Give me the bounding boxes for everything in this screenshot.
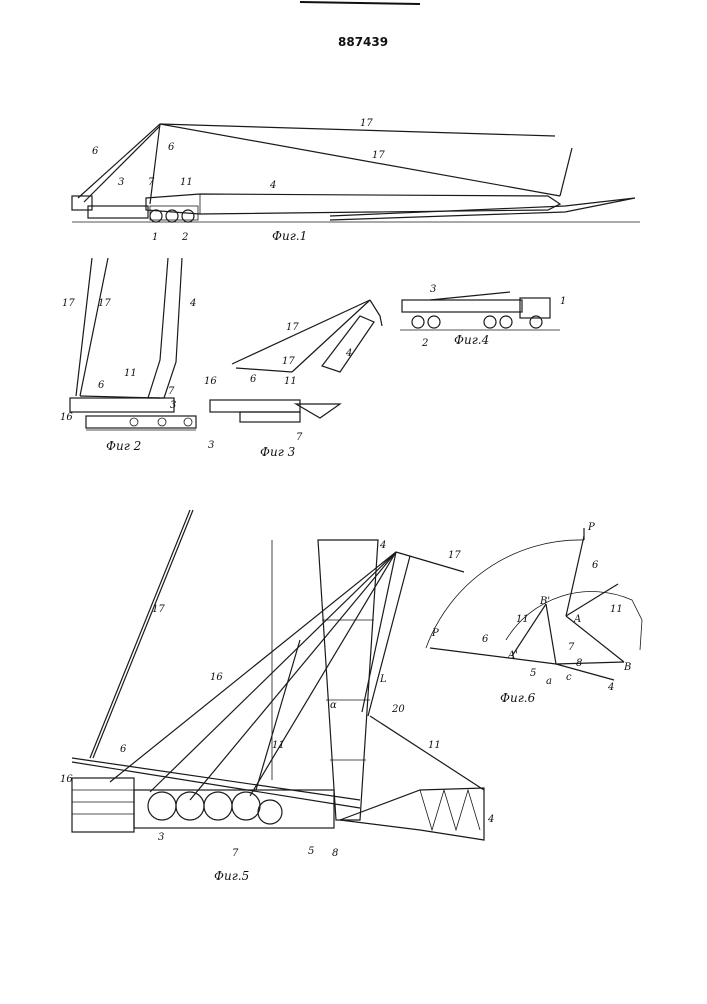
label: 4	[269, 180, 276, 191]
label: 5	[530, 668, 536, 679]
label: 4	[189, 298, 196, 309]
fig4-caption: Фиг.4	[454, 333, 489, 347]
fig6-caption: Фиг.6	[500, 691, 536, 705]
label: 5	[308, 846, 314, 857]
label: 3	[158, 832, 164, 843]
label: B	[623, 662, 631, 673]
scan-edge-mark	[300, 2, 420, 4]
boom-4	[148, 258, 182, 398]
label: 4	[607, 682, 614, 693]
label: 3	[430, 284, 436, 295]
label: 8	[576, 658, 582, 669]
label: 3	[170, 400, 176, 411]
mast-6	[150, 124, 160, 204]
fig5-caption: Фиг.5	[214, 869, 249, 883]
label: 6	[120, 744, 127, 755]
fig3-caption: Фиг 3	[260, 445, 296, 459]
label: L	[379, 674, 387, 685]
label: 11	[124, 368, 137, 379]
label: 7	[232, 848, 239, 859]
fig1-caption: Фиг.1	[272, 229, 307, 243]
label: 8	[332, 848, 338, 859]
crane-carriage	[88, 206, 148, 218]
label: 4	[487, 814, 494, 825]
label: 17	[372, 150, 385, 161]
label: 3	[208, 440, 214, 451]
label: 11	[610, 604, 623, 615]
label: 11	[180, 177, 193, 188]
label: 11	[516, 614, 529, 625]
label: 17	[62, 298, 75, 309]
label: P	[431, 628, 439, 639]
label: 1	[152, 232, 158, 243]
label: 6	[482, 634, 489, 645]
label: 3	[118, 177, 124, 188]
label: P	[587, 522, 595, 533]
label: 11	[284, 376, 297, 387]
figure-3: 17 17 4 16 6 11 3 7 Фиг 3	[204, 300, 382, 459]
label: 7	[148, 177, 155, 188]
label: A'	[507, 650, 518, 661]
label: α	[330, 700, 337, 711]
label: 16	[60, 412, 73, 423]
crane-body-3	[134, 790, 334, 828]
patent-number: 887439	[338, 35, 388, 49]
label: 6	[168, 142, 175, 153]
label: 6	[98, 380, 105, 391]
label: 4	[379, 540, 386, 551]
label: A	[573, 614, 581, 625]
label: 11	[428, 740, 441, 751]
label: 17	[152, 604, 165, 615]
fig2-caption: Фиг 2	[106, 439, 141, 453]
label: 6	[92, 146, 99, 157]
label: 7	[296, 432, 303, 443]
boom-4	[322, 316, 374, 372]
label: 1	[560, 296, 566, 307]
label: 17	[282, 356, 295, 367]
label: 6	[592, 560, 599, 571]
label: 16	[204, 376, 217, 387]
boom-lying	[330, 198, 635, 220]
counterweight	[72, 196, 92, 210]
label: B'	[539, 596, 550, 607]
label: 17	[98, 298, 111, 309]
label: 17	[360, 118, 373, 129]
label: c	[566, 672, 572, 683]
label: 11	[272, 740, 285, 751]
label: 2	[421, 338, 428, 349]
label: 20	[391, 704, 405, 715]
counterweight	[72, 778, 134, 832]
main-boom-4	[146, 194, 560, 214]
label: 2	[181, 232, 188, 243]
label: 17	[286, 322, 299, 333]
label: 7	[568, 642, 575, 653]
label: 16	[60, 774, 73, 785]
label: 16	[210, 672, 223, 683]
label: a	[546, 676, 552, 687]
figure-1: 6 6 17 17 3 7 11 4 1 2 Фиг.1	[72, 118, 640, 243]
label: 7	[168, 386, 175, 397]
label: 6	[250, 374, 257, 385]
figure-5: 17 4 17 16 L α 20 11 11 6 16 3 7 5 8 4 Ф…	[60, 510, 494, 883]
figure-2: 17 17 4 11 6 16 7 3 Фиг 2	[60, 258, 196, 453]
label: 17	[448, 550, 461, 561]
label: 4	[345, 348, 352, 359]
figure-4: 3 1 2 Фиг.4	[400, 284, 566, 349]
